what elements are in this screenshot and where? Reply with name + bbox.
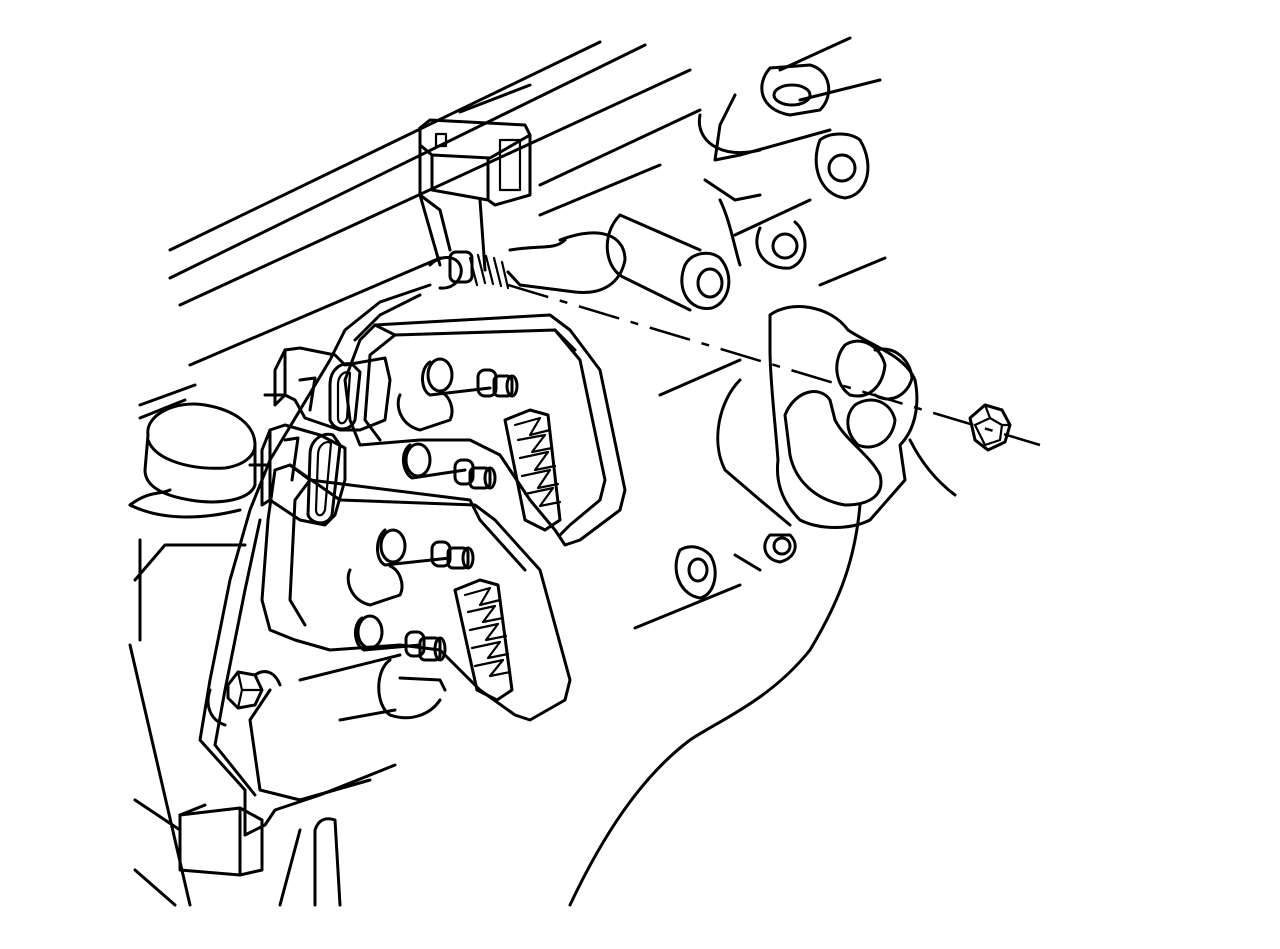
ignition-coil-lower [260, 463, 572, 722]
spring-stud [428, 250, 522, 290]
hex-nut [968, 403, 1012, 452]
upper-fasteners [508, 231, 627, 295]
bracket-bolt [226, 670, 282, 710]
round-cap [128, 402, 257, 507]
ignition-coil-upper [343, 313, 627, 547]
intake-manifold [568, 63, 957, 907]
wiring-connector [418, 118, 532, 272]
engine-block-outline [128, 36, 887, 907]
coil-lower-connector [248, 423, 347, 527]
assembly-centerline [507, 283, 1041, 447]
coil-mounting-bracket [178, 283, 432, 877]
coil-upper-connector [263, 346, 392, 432]
